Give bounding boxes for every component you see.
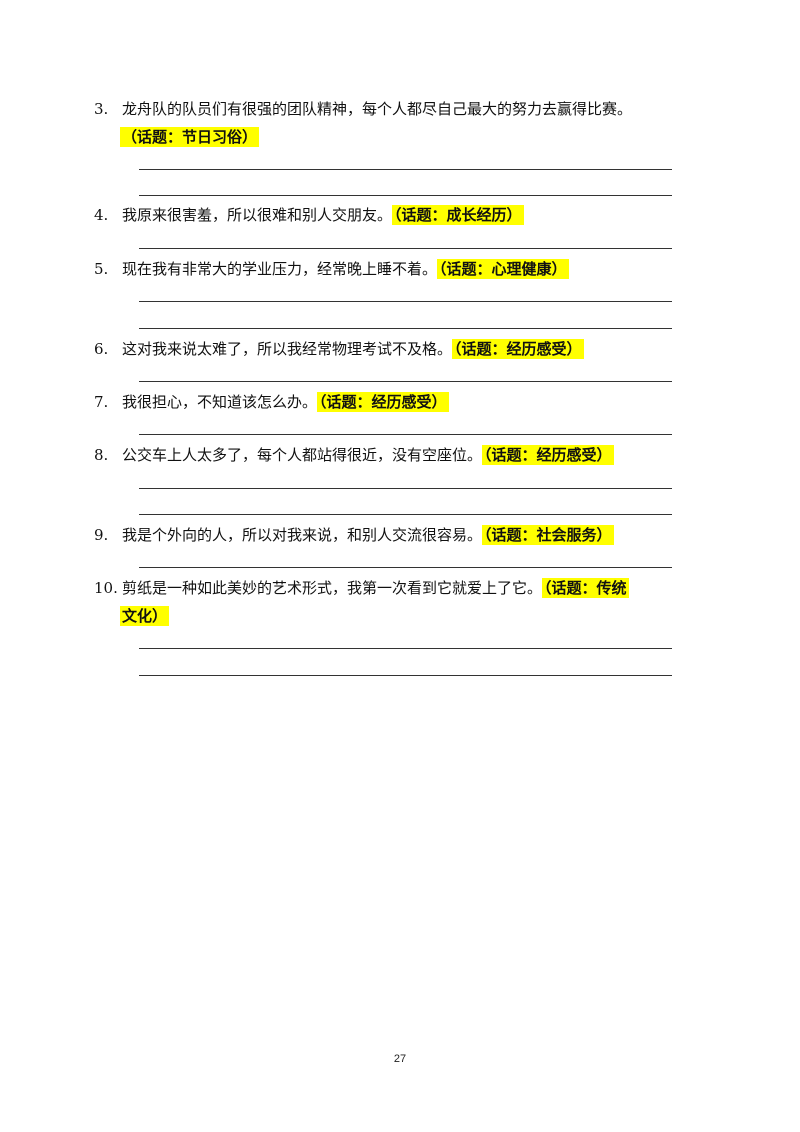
answer-line[interactable] xyxy=(139,675,672,676)
topic-highlight: （话题：经历感受） xyxy=(317,392,449,412)
item-sentence: 现在我有非常大的学业压力，经常晚上睡不着。 xyxy=(122,260,438,278)
topic-highlight: （话题：经历感受） xyxy=(482,445,614,465)
topic-highlight: （话题：心理健康） xyxy=(437,259,569,279)
item-number: 5. xyxy=(94,260,109,278)
item-sentence: 剪纸是一种如此美妙的艺术形式，我第一次看到它就爱上了它。 xyxy=(122,579,543,597)
topic-highlight: 文化） xyxy=(120,606,170,626)
answer-line[interactable] xyxy=(139,648,672,649)
answer-line[interactable] xyxy=(139,195,672,196)
item-number: 6. xyxy=(94,340,109,358)
answer-line[interactable] xyxy=(139,328,672,329)
answer-line[interactable] xyxy=(139,301,672,302)
answer-line[interactable] xyxy=(139,434,672,435)
item-number: 4. xyxy=(94,206,109,224)
topic-highlight: （话题：节日习俗） xyxy=(120,127,260,147)
item-sentence: 我很担心，不知道该怎么办。 xyxy=(122,393,318,411)
item-number: 3. xyxy=(94,100,109,118)
answer-line[interactable] xyxy=(139,567,672,568)
answer-line[interactable] xyxy=(139,381,672,382)
item-number: 10. xyxy=(94,579,118,597)
answer-line[interactable] xyxy=(139,248,672,249)
answer-line[interactable] xyxy=(139,169,672,170)
item-sentence: 我原来很害羞，所以很难和别人交朋友。 xyxy=(122,206,393,224)
topic-highlight: （话题：社会服务） xyxy=(482,525,614,545)
item-number: 9. xyxy=(94,526,109,544)
item-sentence: 龙舟队的队员们有很强的团队精神，每个人都尽自己最大的努力去赢得比赛。 xyxy=(122,100,633,118)
topic-highlight: （话题：传统 xyxy=(542,578,629,598)
item-number: 8. xyxy=(94,446,109,464)
answer-line[interactable] xyxy=(139,514,672,515)
topic-highlight: （话题：成长经历） xyxy=(392,205,524,225)
item-sentence: 这对我来说太难了，所以我经常物理考试不及格。 xyxy=(122,340,453,358)
answer-line[interactable] xyxy=(139,488,672,489)
item-sentence: 我是个外向的人，所以对我来说，和别人交流很容易。 xyxy=(122,526,483,544)
topic-highlight: （话题：经历感受） xyxy=(452,339,584,359)
item-number: 7. xyxy=(94,393,109,411)
page-number: 27 xyxy=(393,1053,407,1065)
item-sentence: 公交车上人太多了，每个人都站得很近，没有空座位。 xyxy=(122,446,483,464)
